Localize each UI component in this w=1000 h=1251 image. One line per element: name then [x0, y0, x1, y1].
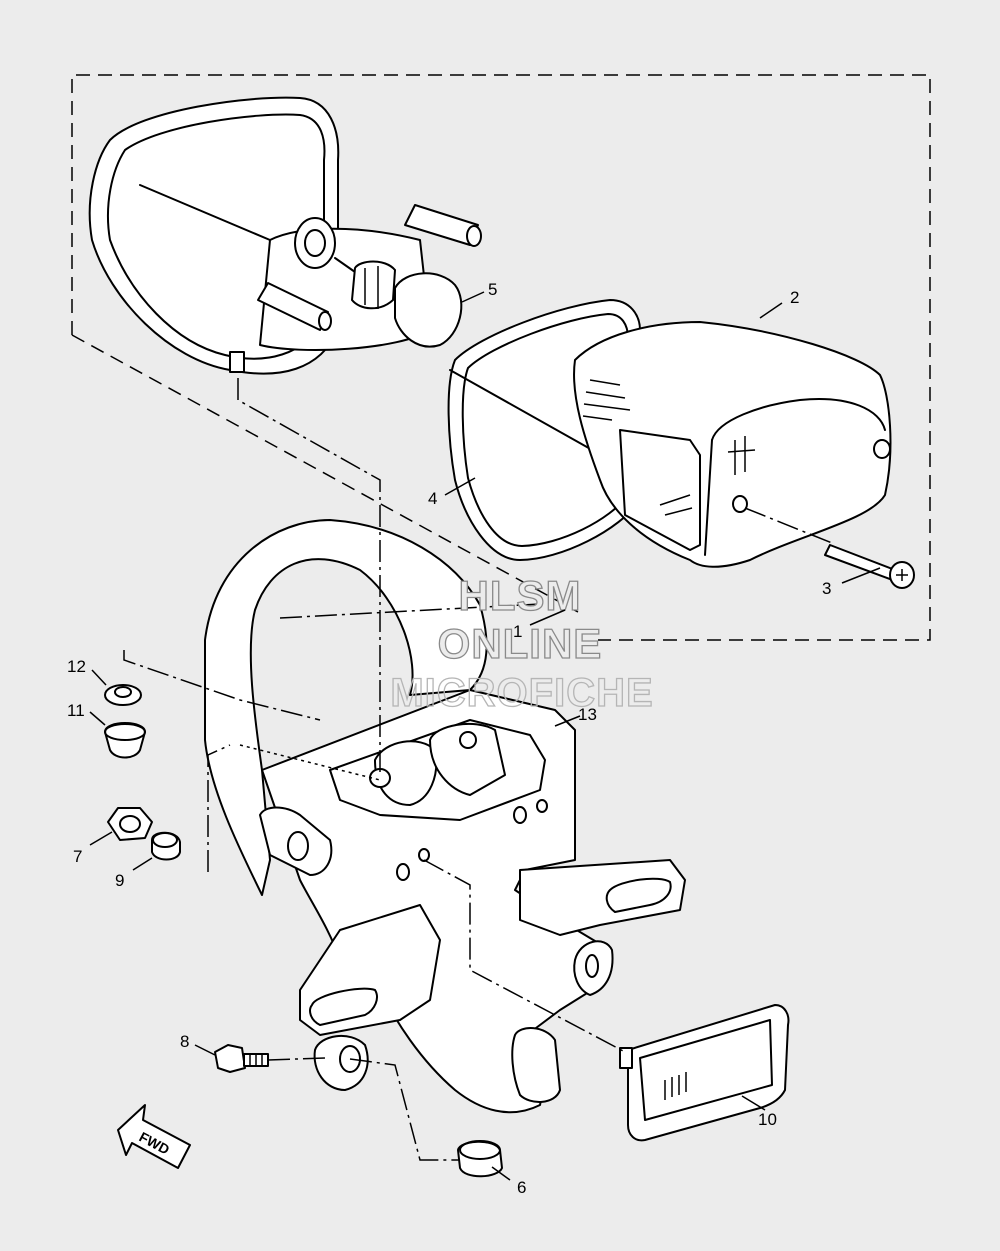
callouts: 1 2 3 4 5 6 7 8 9 10 11 12 13	[67, 280, 831, 1197]
bulb	[334, 257, 463, 348]
callout-12: 12	[67, 657, 86, 676]
cap-nut-6	[457, 1140, 503, 1178]
nut-7	[107, 807, 153, 841]
collar-9	[151, 831, 181, 861]
watermark-line-3: MICROFICHE	[390, 671, 653, 715]
bolt-8	[214, 1044, 269, 1073]
callout-2: 2	[790, 288, 799, 307]
callout-8: 8	[180, 1032, 189, 1051]
assembly-boundary	[71, 74, 931, 641]
leader-lines	[89, 291, 881, 1181]
callout-4: 4	[428, 489, 437, 508]
callout-10: 10	[758, 1110, 777, 1129]
lens	[573, 321, 892, 568]
callout-13: 13	[578, 705, 597, 724]
callout-5: 5	[488, 280, 497, 299]
watermark-line-1: HLSM	[459, 572, 582, 619]
collar-12	[104, 684, 142, 706]
watermark-line-2: ONLINE	[438, 620, 603, 667]
bracket	[204, 519, 686, 1114]
callout-11: 11	[67, 701, 85, 720]
callout-7: 7	[73, 847, 82, 866]
callout-9: 9	[115, 871, 124, 890]
fwd-arrow-icon: FWD	[117, 1104, 191, 1169]
reflector	[619, 1004, 790, 1142]
screw-lens	[744, 507, 915, 589]
callout-1: 1	[513, 622, 522, 641]
assembly-lines	[123, 378, 626, 1161]
tail-light-housing	[88, 96, 482, 375]
grommet-11	[104, 722, 146, 759]
callout-6: 6	[517, 1178, 526, 1197]
callout-3: 3	[822, 579, 831, 598]
watermark: HLSM ONLINE MICROFICHE	[390, 571, 654, 715]
